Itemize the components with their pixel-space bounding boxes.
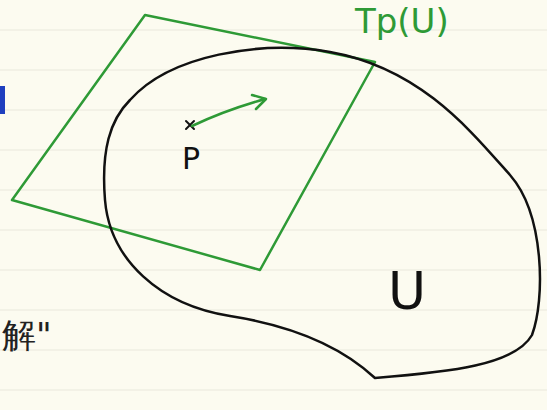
tangent-plane-outline [10, 10, 380, 275]
point-label: P [182, 144, 200, 174]
node-label: Tp(U) [355, 4, 449, 38]
node-label: U [388, 265, 426, 317]
region-outline: U [100, 40, 547, 385]
region-outline-outline [100, 40, 547, 385]
note-text: 解" [2, 318, 52, 352]
margin-mark [0, 86, 5, 114]
tangent-plane: Tp(U) [10, 10, 380, 275]
ruled-lines [0, 30, 547, 390]
tangent-vector [192, 95, 266, 126]
